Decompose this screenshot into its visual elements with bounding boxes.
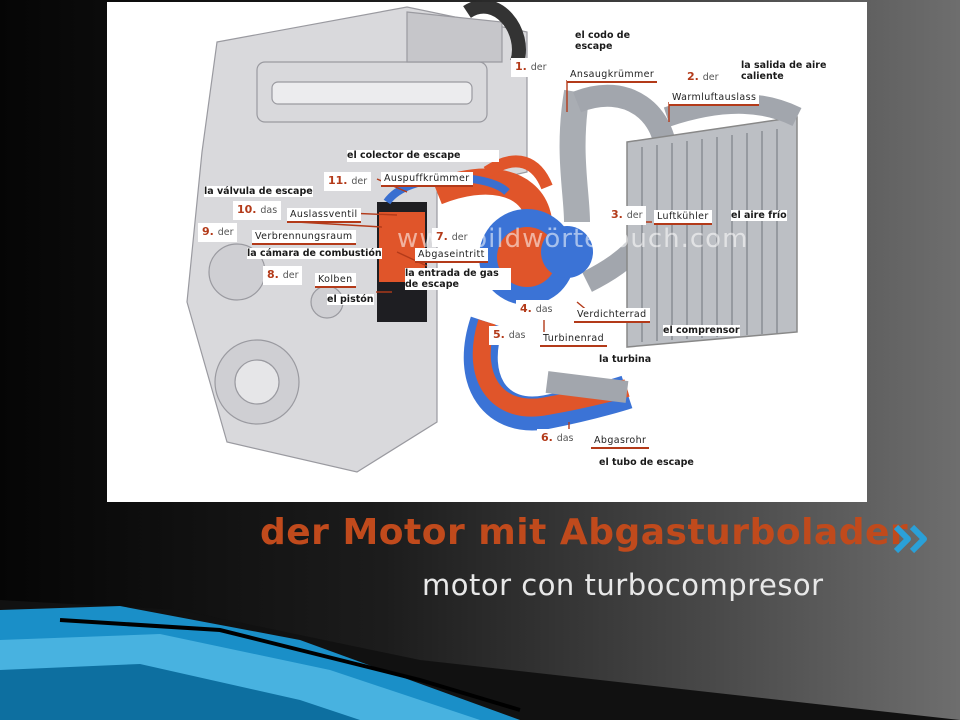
intercooler-graphic: [626, 93, 802, 348]
article-10: das: [260, 205, 278, 216]
article-9: der: [217, 227, 234, 238]
label-es-9: la cámara de combustión: [247, 248, 382, 259]
label-es-7: la entrada de gas de escape: [405, 268, 511, 290]
label-de-11: Auspuffkrümmer: [381, 172, 473, 187]
label-es-6: el tubo de escape: [599, 457, 694, 468]
article-5: das: [508, 330, 526, 341]
label-de-5: Turbinenrad: [540, 332, 608, 347]
num-5: 5.: [493, 328, 505, 341]
label-num-10: 10. das: [233, 201, 282, 220]
label-num-11: 11. der: [324, 172, 372, 191]
label-de-4: Verdichterrad: [574, 308, 650, 323]
label-num-9: 9. der: [198, 223, 238, 242]
article-11: der: [351, 176, 368, 187]
num-1: 1.: [515, 60, 527, 73]
article-1: der: [530, 62, 547, 73]
article-8: der: [282, 270, 299, 281]
label-num-7: 7. der: [432, 228, 472, 247]
label-es-3: el aire frío: [731, 210, 787, 221]
label-num-5: 5. das: [489, 326, 530, 345]
label-es-10: la válvula de escape: [204, 186, 313, 197]
label-es-5: la turbina: [599, 354, 652, 365]
article-7: der: [451, 232, 468, 243]
num-8: 8.: [267, 268, 279, 281]
label-de-6: Abgasrohr: [591, 434, 650, 449]
label-num-6: 6. das: [537, 429, 578, 448]
diagram-panel: www.bildwörterbuch.com el codo de escape…: [107, 2, 867, 502]
num-6: 6.: [541, 431, 553, 444]
article-6: das: [556, 433, 574, 444]
label-num-1: 1. der: [511, 58, 551, 77]
label-num-8: 8. der: [263, 266, 303, 285]
num-7: 7.: [436, 230, 448, 243]
label-num-2: 2. der: [683, 68, 723, 87]
label-de-3: Luftkühler: [654, 210, 712, 225]
label-de-1: Ansaugkrümmer: [567, 68, 658, 83]
label-de-10: Auslassventil: [287, 208, 361, 223]
label-num-3: 3. der: [607, 206, 647, 225]
decorative-wave: [0, 600, 960, 720]
label-es-8: el pistón: [327, 294, 374, 305]
label-es-11: el colector de escape: [347, 150, 499, 162]
num-9: 9.: [202, 225, 214, 238]
label-es-2: la salida de aire caliente: [741, 60, 851, 82]
label-es-4: el comprensor: [663, 325, 740, 336]
label-de-8: Kolben: [315, 273, 356, 288]
num-3: 3.: [611, 208, 623, 221]
article-4: das: [535, 304, 553, 315]
label-num-4: 4. das: [516, 300, 557, 319]
num-2: 2.: [687, 70, 699, 83]
label-de-7: Abgaseintritt: [415, 248, 488, 263]
label-de-2: Warmluftauslass: [669, 91, 760, 106]
num-4: 4.: [520, 302, 532, 315]
article-3: der: [626, 210, 643, 221]
num-10: 10.: [237, 203, 257, 216]
double-chevron-right-icon[interactable]: [892, 524, 936, 554]
slide-subtitle: motor con turbocompresor: [422, 568, 824, 602]
article-2: der: [702, 72, 719, 83]
label-es-1: el codo de escape: [575, 30, 645, 52]
label-de-9: Verbrennungsraum: [252, 230, 356, 245]
slide-title: der Motor mit Abgasturbolader: [260, 512, 909, 553]
num-11: 11.: [328, 174, 348, 187]
